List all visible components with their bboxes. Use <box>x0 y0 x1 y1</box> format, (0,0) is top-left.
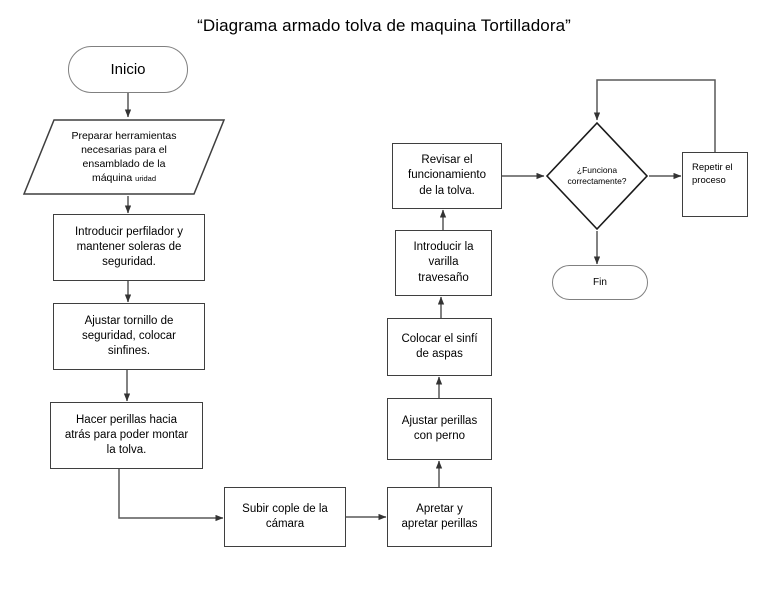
node-repetir-proceso[interactable]: Repetir el proceso <box>682 152 748 217</box>
edge-hacer-subir <box>118 469 224 522</box>
preparar-suffix: uridad <box>135 174 157 184</box>
ajustar-perno-line-2: con perno <box>413 430 466 442</box>
node-preparar[interactable]: Preparar herramientas necesarias para el… <box>22 118 226 196</box>
subir-cople-line-2: cámara <box>265 518 305 530</box>
varilla-line-1: Introducir la <box>413 241 474 254</box>
revisar-line-3: de la tolva. <box>419 184 475 197</box>
node-introducir-perfilador[interactable]: Introducir perfilador y mantener soleras… <box>53 214 205 281</box>
node-inicio-label: Inicio <box>110 60 146 78</box>
node-ajustar-tornillo[interactable]: Ajustar tornillo de seguridad, colocar s… <box>53 303 205 370</box>
apretar-perillas-line-1: Apretar y <box>416 502 463 515</box>
hacer-perillas-line-3: la tolva. <box>106 444 147 457</box>
node-decision-funciona[interactable]: ¿Funciona correctamente? <box>545 121 649 231</box>
hacer-perillas-line-2: atrás para poder montar <box>64 428 189 441</box>
node-fin-label: Fin <box>593 276 607 288</box>
repetir-line-1: Repetir el <box>692 162 733 173</box>
revisar-line-2: funcionamiento <box>408 169 486 182</box>
introducir-line-2: mantener soleras de <box>76 240 182 253</box>
node-preparar-label: Preparar herramientas necesarias para el… <box>22 118 226 196</box>
colocar-sinfi-line-1: Colocar el sinfí <box>401 332 478 345</box>
page-title: “Diagrama armado tolva de maquina Tortil… <box>197 16 571 35</box>
node-apretar-perillas[interactable]: Apretar y apretar perillas <box>387 487 492 547</box>
node-introducir-varilla[interactable]: Introducir la varilla travesaño <box>395 230 492 296</box>
ajustar-tornillo-line-2: seguridad, colocar <box>82 329 176 342</box>
node-subir-cople[interactable]: Subir cople de la cámara <box>224 487 346 547</box>
parallelogram-shape <box>22 119 226 195</box>
ajustar-perno-line-1: Ajustar perillas <box>401 414 478 427</box>
preparar-line-4-main: máquina <box>91 172 133 185</box>
varilla-line-3: travesaño <box>418 271 469 284</box>
node-inicio[interactable]: Inicio <box>68 46 188 93</box>
ajustar-tornillo-line-1: Ajustar tornillo de <box>84 314 174 327</box>
node-ajustar-perillas-perno[interactable]: Ajustar perillas con perno <box>387 398 492 460</box>
preparar-line-1: Preparar herramientas <box>71 129 177 142</box>
decision-line-2: correctamente? <box>567 176 627 186</box>
decision-line-1: ¿Funciona <box>576 164 618 175</box>
hacer-perillas-line-1: Hacer perillas hacia <box>76 413 177 426</box>
varilla-line-2: varilla <box>428 256 459 269</box>
preparar-line-3: ensamblado de la <box>82 158 166 170</box>
node-colocar-sinfi[interactable]: Colocar el sinfí de aspas <box>387 318 492 376</box>
node-revisar-funcionamiento[interactable]: Revisar el funcionamiento de la tolva. <box>392 143 502 209</box>
node-fin[interactable]: Fin <box>552 265 648 300</box>
introducir-line-3: seguridad. <box>102 256 156 269</box>
subir-cople-line-1: Subir cople de la <box>242 502 328 515</box>
diamond-shape <box>545 121 649 231</box>
apretar-perillas-line-2: apretar perillas <box>401 518 478 530</box>
repetir-line-2: proceso <box>692 174 726 186</box>
node-decision-label: ¿Funciona correctamente? <box>545 121 649 231</box>
preparar-line-2: necesarias para el <box>81 143 167 156</box>
colocar-sinfi-line-2: de aspas <box>416 348 463 360</box>
node-hacer-perillas[interactable]: Hacer perillas hacia atrás para poder mo… <box>50 402 203 469</box>
introducir-line-1: Introducir perfilador y <box>74 225 184 238</box>
preparar-line-4: máquina uridad <box>71 171 176 185</box>
revisar-line-1: Revisar el <box>421 154 473 167</box>
ajustar-tornillo-line-3: sinfines. <box>107 345 151 358</box>
